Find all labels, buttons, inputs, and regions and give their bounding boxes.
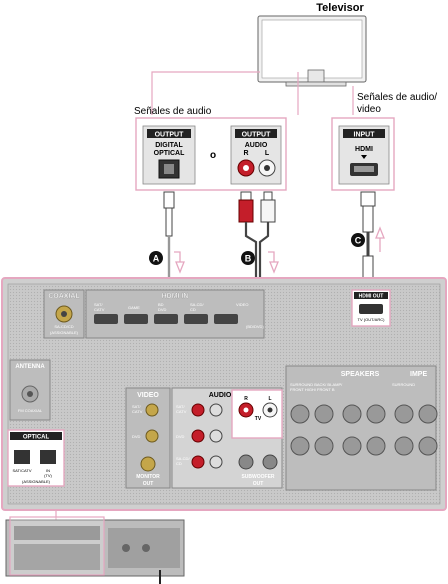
- svg-text:OUT: OUT: [143, 481, 154, 487]
- optical-jack-inner: [164, 164, 174, 174]
- svg-text:SAT/CATV: SAT/CATV: [13, 468, 32, 473]
- hdmi-header: INPUT: [354, 132, 376, 139]
- svg-text:BD: BD: [158, 302, 164, 307]
- svg-text:SURROUND: SURROUND: [392, 382, 415, 387]
- analog-header: OUTPUT: [242, 132, 272, 139]
- svg-text:VIDEO: VIDEO: [236, 302, 248, 307]
- svg-text:L: L: [268, 396, 271, 402]
- svg-text:SURROUND BACK/ BI-AMP/: SURROUND BACK/ BI-AMP/: [290, 382, 343, 387]
- television: Televisor: [257, 2, 367, 87]
- analog-line1: AUDIO: [245, 142, 268, 149]
- cable-a-badge: A: [149, 251, 163, 265]
- speakers-label: SPEAKERS: [341, 371, 380, 378]
- svg-text:FM COAXIAL: FM COAXIAL: [18, 408, 43, 413]
- svg-text:CATV: CATV: [176, 409, 187, 414]
- svg-text:DVD: DVD: [176, 434, 185, 439]
- svg-text:OUT: OUT: [253, 481, 264, 487]
- optical-output-panel: OUTPUT DIGITAL OPTICAL: [142, 125, 196, 185]
- optical-header: OUTPUT: [155, 132, 185, 139]
- svg-text:SAT/: SAT/: [132, 404, 141, 409]
- hdmi-out-label: HDMI OUT: [359, 294, 384, 300]
- analog-r: R: [243, 150, 248, 157]
- optical-in-label: OPTICAL: [23, 435, 50, 441]
- tv-leader-lines: [151, 71, 354, 115]
- hdmi-in-label: HDMI IN: [162, 293, 189, 300]
- tv-title: Televisor: [316, 2, 364, 14]
- svg-text:TV: TV: [255, 416, 262, 422]
- cable-c-badge: C: [351, 233, 365, 247]
- svg-text:SA-CD/CD: SA-CD/CD: [54, 324, 73, 329]
- tv-stand-base: [285, 81, 347, 87]
- video-label: VIDEO: [137, 392, 159, 399]
- svg-text:TV (OUT/ARC): TV (OUT/ARC): [358, 317, 386, 322]
- svg-text:MONITOR: MONITOR: [136, 474, 160, 480]
- tv-stand-neck: [307, 69, 325, 83]
- svg-text:SAT/: SAT/: [176, 404, 185, 409]
- analog-output-panel: OUTPUT AUDIO R L: [230, 125, 282, 185]
- svg-text:IN: IN: [46, 468, 50, 473]
- svg-text:R: R: [244, 396, 248, 402]
- hdmi-line1: HDMI: [355, 146, 373, 153]
- svg-text:B: B: [245, 254, 252, 264]
- svg-text:SA-CD/: SA-CD/: [190, 302, 204, 307]
- svg-text:SAT/: SAT/: [94, 302, 103, 307]
- svg-text:(ASSIGNABLE): (ASSIGNABLE): [50, 330, 79, 335]
- tv-screen: [261, 19, 363, 79]
- svg-text:SA-CD/: SA-CD/: [176, 456, 190, 461]
- receiver-back-panel: COAXIAL SA-CD/CD (ASSIGNABLE) HDMI IN SA…: [1, 277, 447, 511]
- svg-text:A: A: [153, 254, 160, 264]
- svg-text:CATV: CATV: [132, 409, 143, 414]
- svg-text:GAME: GAME: [128, 305, 140, 310]
- svg-text:SUBWOOFER: SUBWOOFER: [241, 474, 274, 480]
- svg-text:(ASSIGNABLE): (ASSIGNABLE): [22, 479, 51, 484]
- svg-text:FRONT HIGH/ FRONT B: FRONT HIGH/ FRONT B: [290, 387, 335, 392]
- label-or: o: [210, 150, 216, 161]
- svg-text:IMPE: IMPE: [410, 371, 427, 378]
- receiver-overview: [5, 510, 185, 584]
- optical-line2: OPTICAL: [154, 150, 185, 157]
- optical-header-bg: [147, 129, 191, 138]
- label-av-signals-1: Señales de audio/: [357, 92, 437, 103]
- label-audio-signals: Señales de audio: [134, 106, 212, 117]
- analog-header-bg: [235, 129, 277, 138]
- label-av-signals-2: video: [357, 104, 381, 115]
- hdmi-header-bg: [343, 129, 385, 138]
- audio-label: AUDIO: [209, 392, 232, 399]
- svg-text:DVD: DVD: [132, 434, 141, 439]
- coaxial-label: COAXIAL: [48, 293, 80, 300]
- hdmi-arrow-icon: [361, 155, 367, 159]
- svg-text:C: C: [355, 236, 362, 246]
- svg-text:(TV): (TV): [44, 473, 52, 478]
- optical-line1: DIGITAL: [155, 142, 183, 149]
- svg-text:CD: CD: [190, 307, 196, 312]
- svg-text:DVD: DVD: [158, 307, 167, 312]
- hdmi-input-panel: INPUT HDMI: [338, 125, 390, 185]
- antenna-label: ANTENNA: [15, 364, 45, 370]
- svg-text:(BD/DVD): (BD/DVD): [246, 324, 264, 329]
- analog-l: L: [265, 150, 270, 157]
- svg-text:CATV: CATV: [94, 307, 105, 312]
- cable-b-badge: B: [241, 251, 255, 265]
- signal-arrows: [174, 226, 385, 274]
- svg-text:CD: CD: [176, 461, 182, 466]
